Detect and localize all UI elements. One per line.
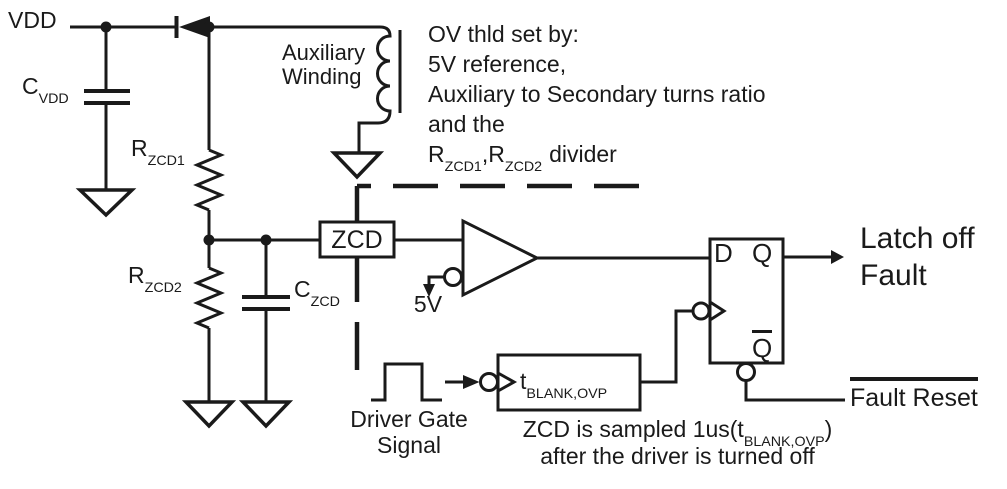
ovp-comparator (461, 218, 541, 298)
sampling-note: ZCD is sampled 1us(tBLANK,OVP) after the… (480, 416, 875, 470)
zcd-block-label: ZCD (331, 225, 383, 254)
blank-to-clock-wire (640, 309, 693, 384)
junction-dot-diode (203, 21, 215, 33)
vdd-label: VDD (8, 7, 57, 33)
5v-arrowhead-icon (423, 284, 435, 297)
fault-reset-label: Fault Reset (850, 377, 978, 412)
latch-off-fault-label: Latch off Fault (860, 222, 975, 292)
driver-gate-pulse-icon (371, 362, 442, 402)
rzcd2-resistor (193, 266, 225, 330)
5v-reference-wire (427, 275, 445, 285)
ov-threshold-note: OV thld set by: 5V reference, Auxiliary … (428, 21, 766, 175)
auxiliary-winding-label: Auxiliary Winding (282, 40, 366, 89)
tblank-label: tBLANK,OVP (520, 368, 608, 402)
junction-dot-divider (203, 234, 215, 246)
clock-inverting-bubble (691, 301, 711, 321)
auxiliary-winding-coil (211, 25, 392, 152)
dff-q-label: Q (752, 238, 773, 268)
reset-inverting-bubble (736, 362, 756, 382)
diode-triangle (179, 16, 210, 38)
tblank-edge-triangle-icon (497, 371, 518, 393)
5v-reference-label: 5V (413, 291, 443, 317)
ground-symbol-rzcd2 (181, 400, 237, 429)
driver-gate-signal-label: Driver Gate Signal (350, 406, 468, 458)
rzcd1-label: RZCD1 (131, 135, 185, 169)
sampling-note-line1: ZCD is sampled 1us(tBLANK,OVP) (522, 416, 833, 450)
comparator-inverting-bubble (443, 267, 463, 287)
q-output-arrowhead-icon (831, 250, 844, 264)
fault-reset-wire (744, 380, 845, 402)
dff-qbar-label: Q (752, 330, 773, 363)
junction-dot-czcd (260, 234, 272, 246)
rzcd1-resistor (193, 148, 225, 212)
clock-edge-triangle-icon (709, 300, 727, 322)
ground-symbol-cvdd (75, 188, 137, 218)
ground-symbol-czcd (238, 400, 294, 429)
junction-dot-vdd (100, 21, 112, 33)
ground-symbol-winding (329, 151, 385, 180)
dff-d-label: D (714, 238, 733, 268)
d-flip-flop (708, 237, 785, 365)
tblank-inverting-bubble (479, 372, 499, 392)
czcd-label: CZCD (294, 276, 340, 310)
pulse-arrowhead-icon (463, 375, 480, 389)
rzcd2-label: RZCD2 (128, 262, 182, 296)
cvdd-label: CVDD (22, 73, 69, 107)
tblank-delay-block (496, 353, 642, 412)
